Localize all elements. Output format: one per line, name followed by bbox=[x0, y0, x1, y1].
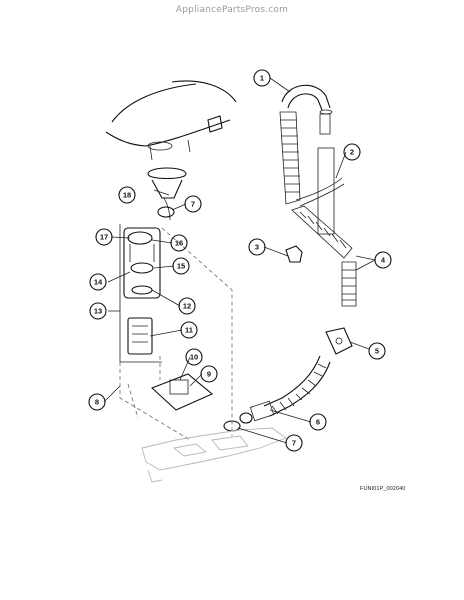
callout-11: 11 bbox=[180, 321, 198, 339]
bracket-part-5 bbox=[325, 327, 353, 355]
leader-lines bbox=[103, 77, 376, 444]
svg-text:10: 10 bbox=[190, 353, 198, 362]
callout-16: 16 bbox=[170, 234, 188, 252]
callout-4: 4 bbox=[374, 251, 392, 269]
diagram-code-label: FUNI01P_002040 bbox=[360, 486, 406, 492]
tub-section bbox=[105, 80, 237, 161]
pump-assembly bbox=[119, 167, 214, 411]
svg-text:12: 12 bbox=[183, 302, 191, 311]
cabinet-base bbox=[141, 427, 287, 483]
svg-text:7: 7 bbox=[191, 200, 195, 209]
callout-7-lower: 7 bbox=[285, 434, 303, 452]
svg-text:1: 1 bbox=[260, 74, 264, 83]
callout-5: 5 bbox=[368, 342, 386, 360]
clip-part-3 bbox=[285, 245, 303, 263]
watermark-text: AppliancePartsPros.com bbox=[175, 5, 289, 15]
svg-text:8: 8 bbox=[95, 398, 99, 407]
svg-text:11: 11 bbox=[185, 326, 193, 335]
svg-text:5: 5 bbox=[375, 347, 379, 356]
svg-text:17: 17 bbox=[100, 233, 108, 242]
svg-text:7: 7 bbox=[292, 439, 296, 448]
callout-1: 1 bbox=[253, 69, 271, 87]
callout-13: 13 bbox=[89, 302, 107, 320]
svg-text:4: 4 bbox=[381, 256, 386, 265]
svg-text:9: 9 bbox=[207, 370, 211, 379]
callout-7-upper: 7 bbox=[184, 195, 202, 213]
callout-8: 8 bbox=[88, 393, 106, 411]
svg-text:16: 16 bbox=[175, 239, 183, 248]
callout-12: 12 bbox=[178, 297, 196, 315]
svg-text:18: 18 bbox=[123, 191, 131, 200]
callout-6: 6 bbox=[309, 413, 327, 431]
svg-text:14: 14 bbox=[94, 278, 103, 287]
hose-assembly bbox=[279, 84, 357, 307]
callout-10: 10 bbox=[185, 348, 203, 366]
svg-text:13: 13 bbox=[94, 307, 102, 316]
svg-text:2: 2 bbox=[350, 148, 354, 157]
svg-text:3: 3 bbox=[255, 243, 259, 252]
callout-9: 9 bbox=[200, 365, 218, 383]
callout-3: 3 bbox=[248, 238, 266, 256]
svg-text:15: 15 bbox=[177, 262, 185, 271]
svg-text:6: 6 bbox=[316, 418, 320, 427]
callout-17: 17 bbox=[95, 228, 113, 246]
drain-hose-lower bbox=[223, 355, 331, 432]
callout-2: 2 bbox=[343, 143, 361, 161]
callout-14: 14 bbox=[89, 273, 107, 291]
callout-18: 18 bbox=[118, 186, 136, 204]
callout-15: 15 bbox=[172, 257, 190, 275]
